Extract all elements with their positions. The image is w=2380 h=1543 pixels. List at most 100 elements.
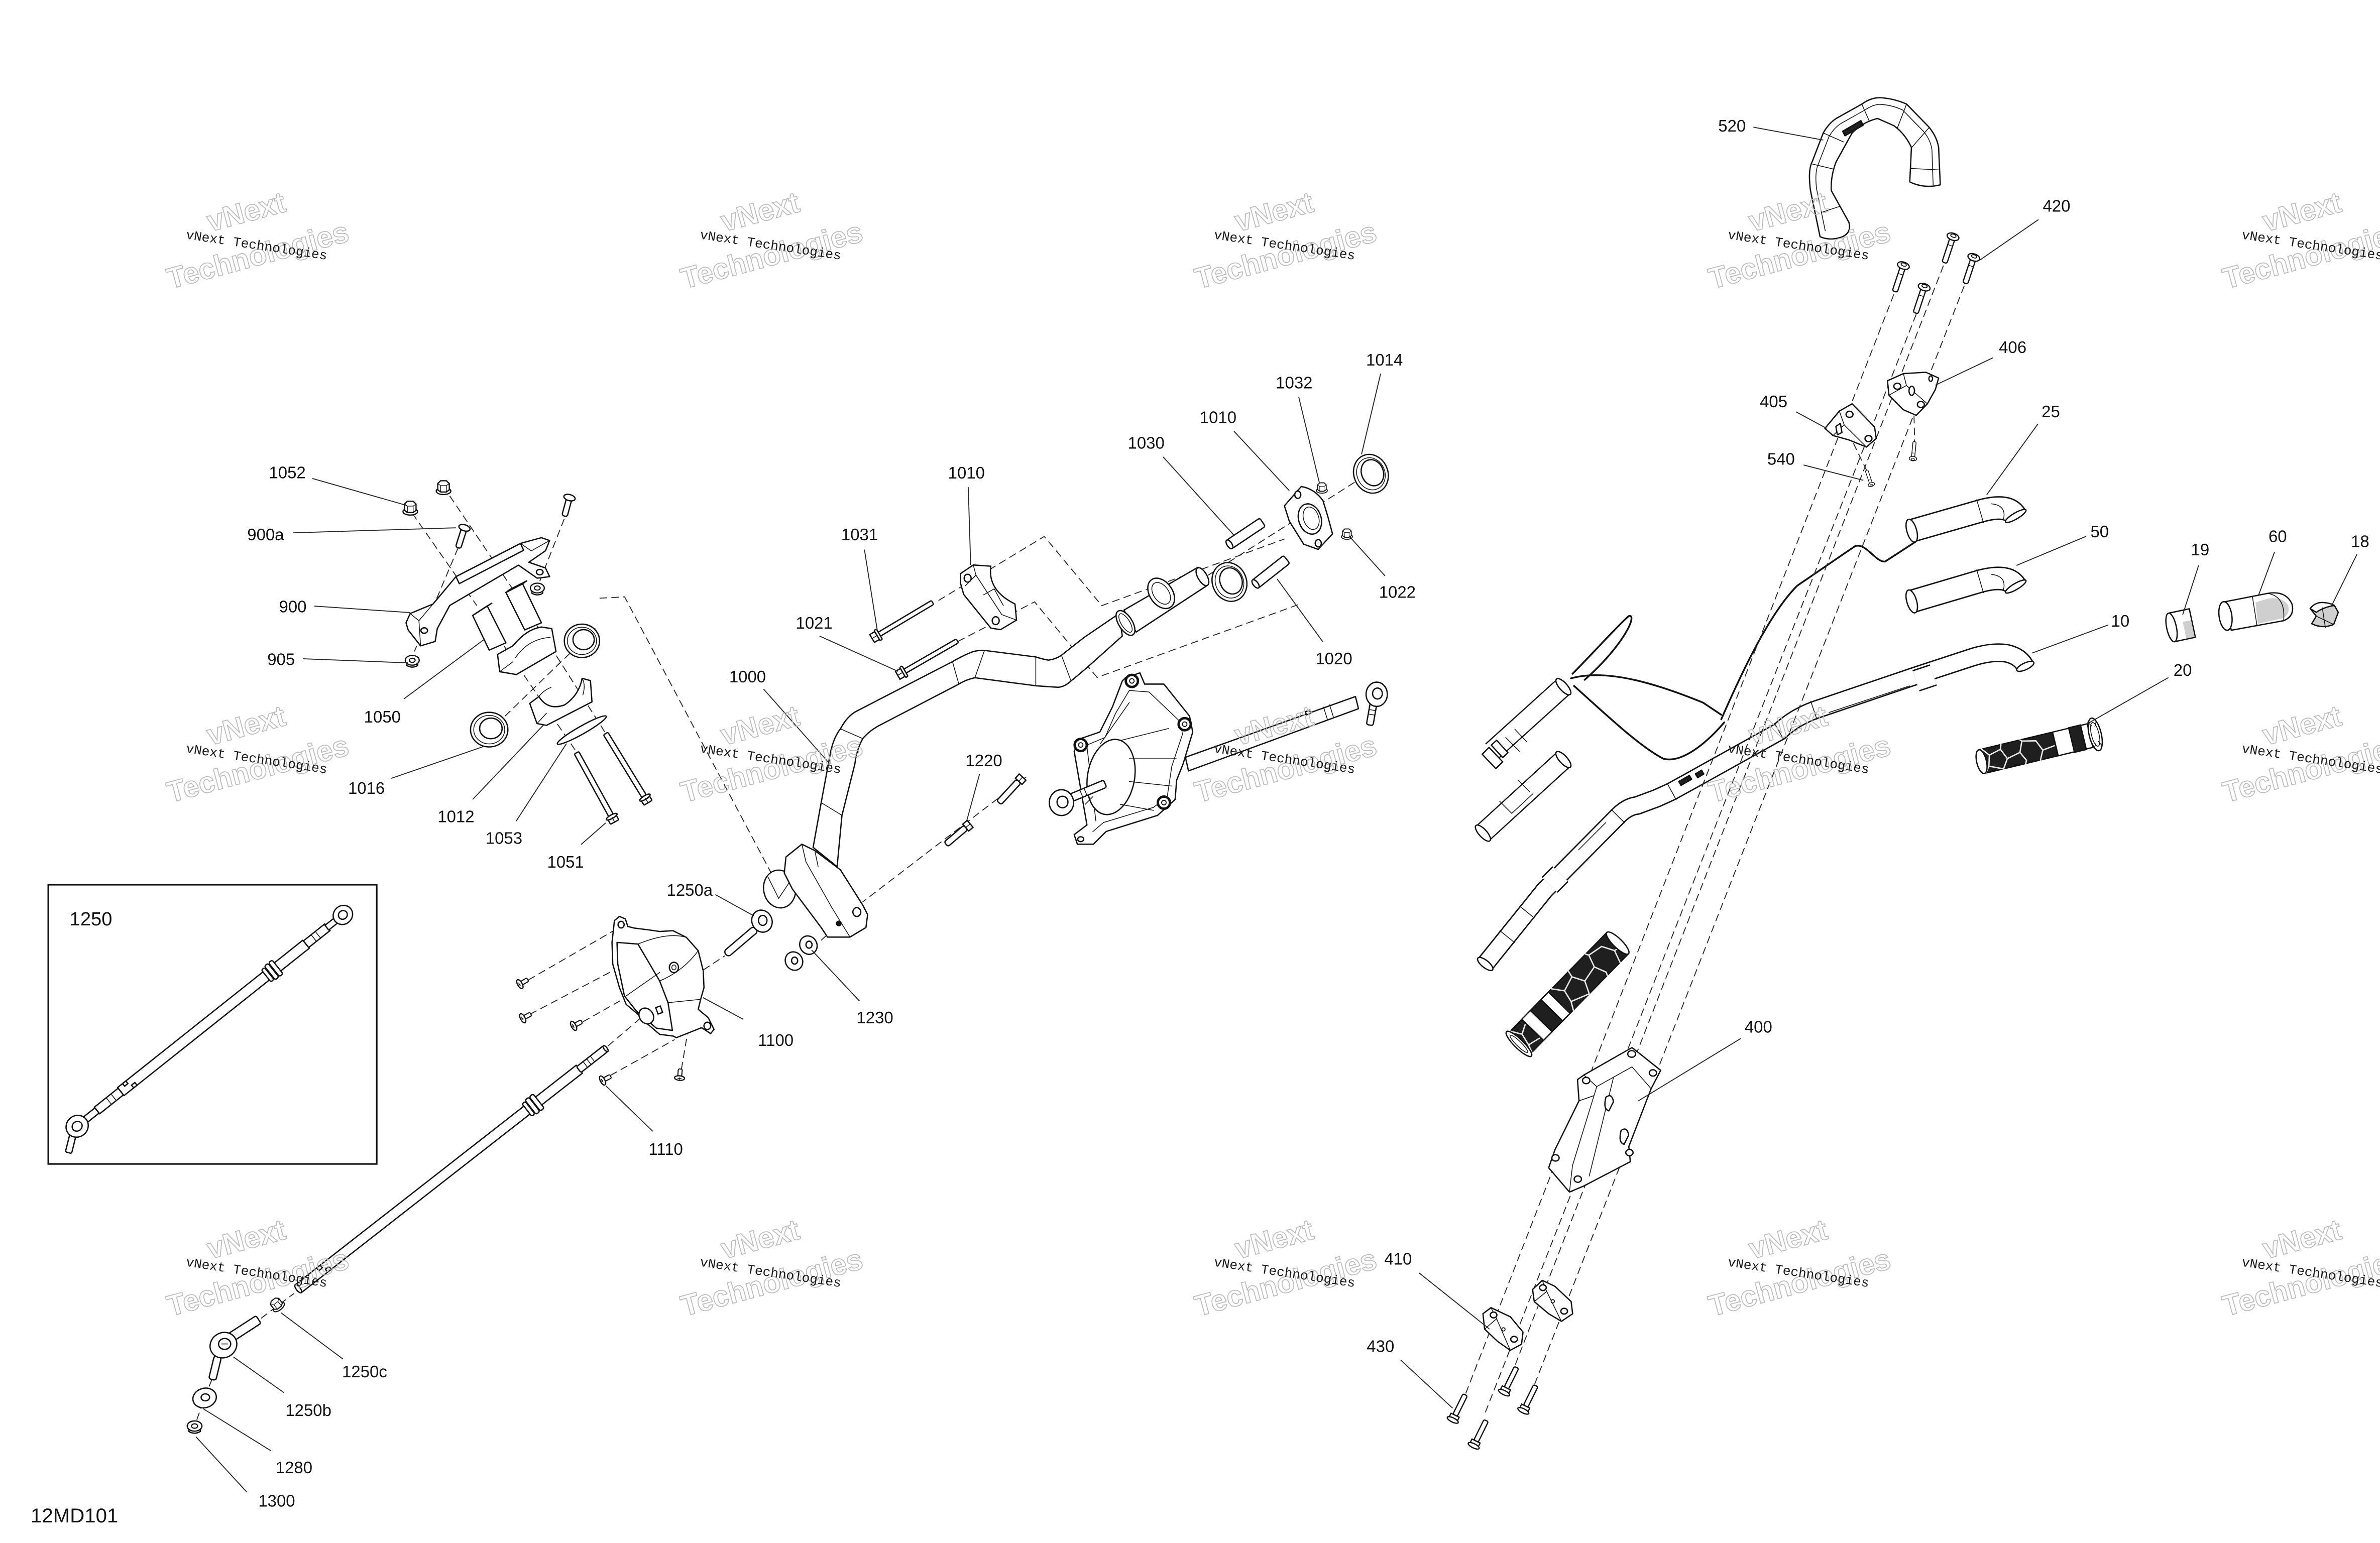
guide-line	[528, 927, 620, 981]
callout-430: 430	[1367, 1337, 1394, 1356]
leader-line-1030	[1163, 456, 1234, 536]
callout-20: 20	[2174, 661, 2192, 679]
part-1016-seal-ring	[470, 711, 509, 748]
leader-line-1031	[864, 549, 878, 630]
guide-line	[862, 776, 1027, 902]
guide-line	[449, 496, 513, 588]
leader-line-1250a	[715, 894, 754, 916]
leader-line-1014	[1361, 373, 1382, 455]
leader-line-1230	[811, 949, 860, 1002]
screw	[1888, 260, 1911, 294]
part-25-grip-cover	[1905, 496, 2027, 543]
guide-line	[610, 1039, 675, 1076]
watermark-large-line1: vNext	[203, 186, 289, 238]
nut	[404, 655, 420, 668]
watermark-large-line1: vNext	[2259, 1213, 2344, 1265]
leader-line-900	[314, 606, 410, 614]
bolt	[1466, 1417, 1493, 1451]
leader-line-1300	[195, 1436, 247, 1492]
handlebar-clamp-hardware	[1445, 230, 1982, 1451]
part-1000-steering-column	[812, 566, 1210, 868]
part-1250-tie-rod-assembly	[65, 904, 354, 1154]
part-1280-washer	[192, 1387, 217, 1409]
steering-column-assembly	[724, 453, 1389, 971]
callout-540: 540	[1767, 450, 1795, 468]
guide-line	[703, 955, 725, 971]
callout-1000: 1000	[729, 667, 766, 686]
leader-line-1250b	[233, 1356, 285, 1393]
callout-1250b: 1250b	[285, 1401, 331, 1419]
part-1032-nut	[1316, 482, 1328, 494]
part-1250-tie-rod	[294, 1045, 609, 1294]
part-throttle-housing	[1482, 678, 1572, 770]
screw	[517, 1009, 534, 1025]
callout-1053: 1053	[486, 828, 522, 847]
leader-line-410	[1418, 1272, 1490, 1330]
guide-line	[1534, 285, 1965, 1386]
part-1010-clamp-right	[1284, 486, 1333, 550]
part-wiring-harness	[1570, 541, 1916, 761]
callout-1021: 1021	[796, 614, 833, 632]
nut	[402, 501, 418, 516]
callout-406: 406	[1999, 338, 2026, 357]
part-900a-pins	[455, 494, 576, 549]
guide-line	[1853, 443, 1867, 470]
watermark-large-line1: vNext	[2259, 699, 2344, 752]
callout-410: 410	[1384, 1249, 1412, 1268]
leader-line-50	[2016, 536, 2087, 566]
leader-line-1012	[472, 725, 544, 800]
callout-1010-left: 1010	[948, 463, 985, 482]
callout-1050: 1050	[364, 707, 401, 726]
nut	[435, 480, 451, 496]
bolt	[1516, 1382, 1542, 1416]
leader-line-60	[2258, 552, 2275, 595]
bolt	[1445, 1391, 1471, 1426]
part-1030-sleeve	[1225, 518, 1266, 550]
assembly-guide-lines	[194, 416, 1915, 1427]
callout-1052: 1052	[269, 463, 305, 482]
callout-60: 60	[2269, 527, 2287, 545]
guide-line	[582, 999, 623, 1023]
callout-1030: 1030	[1128, 434, 1165, 452]
screw	[673, 1067, 686, 1082]
watermark-large-line1: vNext	[717, 699, 803, 752]
part-1050-bushings	[472, 580, 542, 651]
callout-1100: 1100	[758, 1031, 794, 1049]
leader-line-1050	[403, 638, 486, 699]
part-1020-ring	[1211, 562, 1248, 602]
callout-1010-right: 1010	[1200, 408, 1236, 427]
part-throttle-tube	[1475, 751, 1572, 842]
leader-line-25	[1986, 423, 2038, 495]
part-405-clamp	[1824, 403, 1877, 448]
part-link-rod-end	[1049, 780, 1107, 816]
part-1250b-rod-end	[208, 1316, 261, 1381]
part-screw	[1908, 441, 1919, 462]
screw	[515, 975, 531, 991]
part-60-end-cap	[2218, 592, 2294, 631]
screw	[1909, 281, 1932, 316]
callout-50: 50	[2090, 522, 2109, 541]
callout-1280: 1280	[276, 1458, 312, 1477]
callout-1300: 1300	[258, 1492, 295, 1510]
leader-line-1110	[606, 1086, 653, 1132]
part-50-grip-cover	[1905, 566, 2027, 614]
callout-420: 420	[2043, 196, 2070, 215]
callout-1220: 1220	[965, 751, 1002, 770]
leader-line-1053	[516, 743, 567, 821]
part-420-screws	[1888, 230, 1982, 316]
part-410-clamps	[1482, 1279, 1573, 1351]
part-19-sleeve	[2165, 608, 2196, 643]
watermark-large-line1: vNext	[717, 1213, 803, 1265]
part-1300-nut	[186, 1420, 203, 1434]
